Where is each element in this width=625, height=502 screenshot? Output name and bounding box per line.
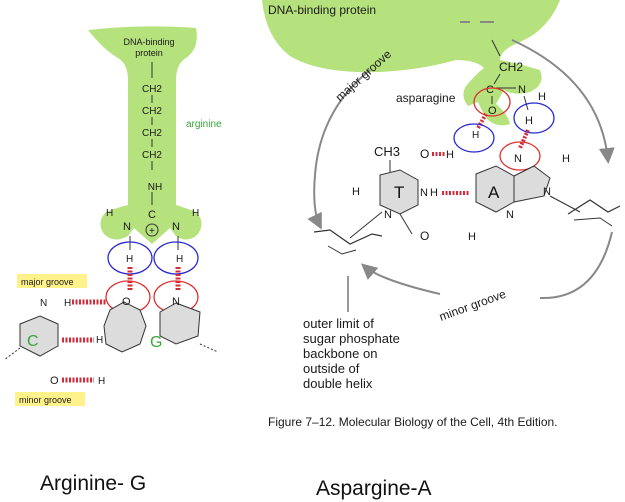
- left-protein-label-2: protein: [135, 48, 163, 58]
- groove-arrow-bottom-left: [360, 263, 441, 295]
- asn-o: O: [488, 105, 497, 117]
- chain-ch2-3: CH2: [142, 128, 162, 139]
- h-atom-bonding: H: [126, 254, 133, 265]
- left-panel: DNA-binding protein CH2 CH2 CH2 CH2 NH a…: [3, 26, 222, 406]
- right-caption: Aspargine-A: [316, 477, 432, 500]
- h-atom: H: [192, 208, 199, 219]
- t-methyl: CH3: [374, 144, 400, 159]
- a-h2: H: [468, 231, 476, 243]
- chain-ch2-2: CH2: [142, 106, 162, 117]
- right-n-atom: N: [172, 221, 180, 233]
- red-circle-n: [499, 141, 541, 171]
- asn-n: N: [518, 84, 526, 96]
- right-protein-shape: [262, 0, 560, 126]
- left-major-groove-label: major groove: [21, 277, 74, 287]
- groove-arrow-bottom-right: [539, 231, 613, 300]
- bond: [399, 213, 413, 235]
- asn-c: C: [486, 84, 494, 96]
- h-atom: H: [106, 208, 113, 219]
- t-h: H: [430, 187, 438, 199]
- chain-ch2-4: CH2: [142, 150, 162, 161]
- bond: [523, 95, 529, 111]
- minor-groove-badge: [15, 392, 85, 406]
- backbone-left-2: [327, 245, 357, 255]
- base-t-label: T: [394, 183, 404, 202]
- blue-circle-h: [453, 123, 495, 153]
- groove-arrow-top-right: [511, 39, 615, 164]
- asn-h2: H: [538, 91, 546, 103]
- figure-caption: Figure 7–12. Molecular Biology of the Ce…: [268, 415, 558, 429]
- g-base-ring6: [103, 301, 147, 353]
- chain-nh: NH: [148, 182, 162, 193]
- a-n3: N: [506, 209, 514, 221]
- left-protein-label-1: DNA-binding: [123, 37, 174, 47]
- h-atom: H: [98, 376, 105, 387]
- charge-symbol: +: [149, 226, 155, 237]
- outer-limit-line-5: double helix: [303, 376, 373, 391]
- t-n1: N: [384, 209, 392, 221]
- groove-arrow-left: [314, 69, 371, 176]
- left-minor-groove-label: minor groove: [19, 395, 72, 405]
- a-n7: N: [514, 153, 522, 165]
- base-a-label: A: [488, 183, 500, 202]
- n-atom: N: [40, 298, 47, 309]
- backbone-left: [313, 229, 383, 245]
- asn-ch2: CH2: [499, 60, 523, 74]
- left-protein-shape: [88, 26, 202, 245]
- asparagine-label: asparagine: [396, 91, 456, 105]
- blue-circle-h: [513, 102, 555, 134]
- t-n3: N: [420, 187, 428, 199]
- base-c-label: C: [27, 333, 39, 350]
- red-circle-o: [473, 87, 511, 117]
- n-atom-g: N: [172, 296, 180, 308]
- outer-limit-line-4: outside of: [303, 361, 360, 376]
- t-base-ring: [379, 169, 419, 215]
- sugar-link: [349, 211, 383, 239]
- o-atom: O: [50, 375, 59, 387]
- a-n9: N: [543, 186, 551, 198]
- backbone-right: [567, 199, 621, 215]
- guanidinium-c: C: [148, 209, 156, 221]
- sugar-link: [199, 343, 219, 353]
- a-h8: H: [562, 153, 570, 165]
- g-base-ring5: [159, 302, 201, 345]
- left-n-atom: N: [123, 221, 131, 233]
- groove-arrow-left-down: [307, 174, 322, 230]
- t-o4: O: [420, 147, 429, 161]
- right-panel: DNA-binding protein major groove minor g…: [262, 0, 621, 429]
- base-g-label: G: [150, 334, 162, 351]
- o-atom-g: O: [122, 296, 131, 308]
- bond: [493, 73, 501, 85]
- major-groove-badge: [17, 274, 87, 288]
- sugar-link: [3, 347, 21, 361]
- h-atom-bonding: H: [176, 254, 183, 265]
- asn-h: H: [525, 115, 533, 127]
- t-h6: H: [352, 186, 360, 198]
- bond: [491, 39, 501, 57]
- chain-ch2-1: CH2: [142, 84, 162, 95]
- outer-limit-line-3: backbone on: [303, 346, 377, 361]
- h-atom: H: [64, 298, 71, 309]
- hbond: [476, 113, 488, 129]
- outer-limit-line-2: sugar phosphate: [303, 331, 400, 346]
- c-base-ring: [19, 315, 59, 357]
- arginine-label: arginine: [186, 119, 222, 130]
- left-caption: Arginine- G: [40, 472, 147, 495]
- a-h-atom: H: [472, 130, 479, 141]
- positive-charge: [145, 223, 159, 237]
- backbone-right-2: [573, 217, 613, 227]
- right-protein-label: DNA-binding protein: [268, 3, 376, 17]
- h-atom: H: [96, 335, 103, 346]
- outer-limit-line-1: outer limit of: [303, 316, 374, 331]
- right-minor-groove-label: minor groove: [437, 287, 508, 324]
- a-base-ring5: [513, 165, 551, 203]
- a-h-n6: H: [446, 149, 454, 161]
- t-o2: O: [420, 229, 429, 243]
